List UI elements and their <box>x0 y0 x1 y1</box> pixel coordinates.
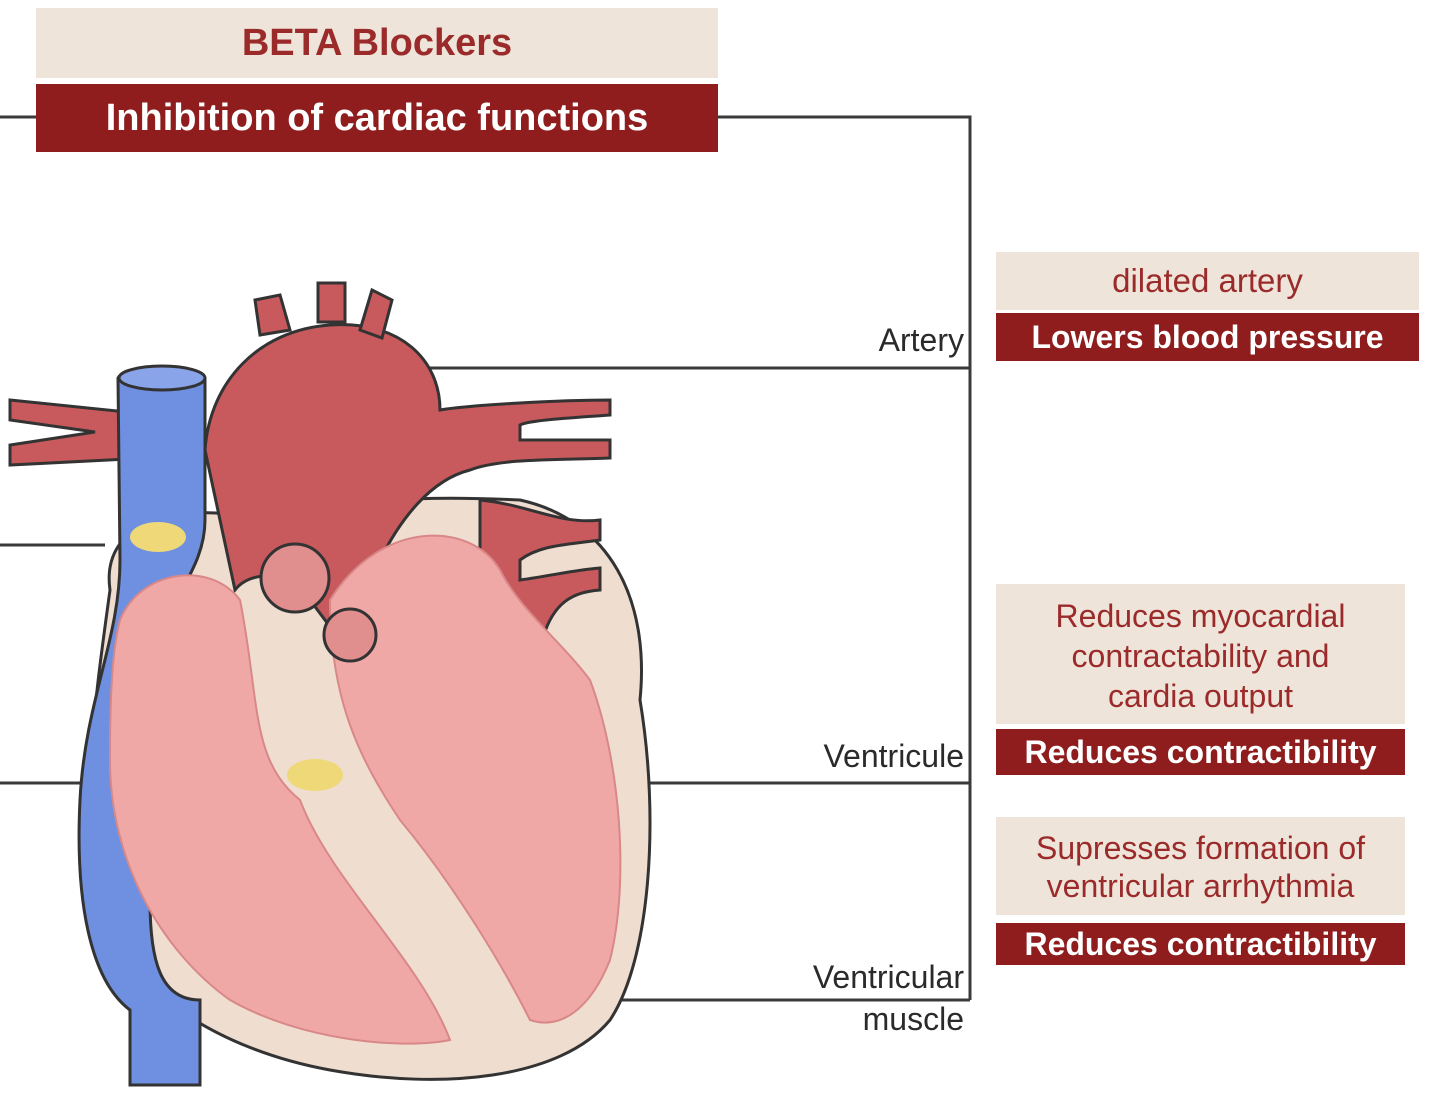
page-subtitle: Inhibition of cardiac functions <box>36 84 718 152</box>
sinoatrial-node <box>130 522 186 552</box>
connector-main-vertical <box>718 115 972 1000</box>
ventricule-label: Ventricule <box>823 738 964 774</box>
artery-label: Artery <box>878 322 964 358</box>
atrioventricular-node <box>287 759 343 791</box>
ventricule-effect-description: Reduces myocardial contractability and c… <box>996 584 1405 724</box>
ventricular-muscle-effect-description: Supresses formation of ventricular arrhy… <box>996 817 1405 915</box>
ventricular-muscle-effect-line1: Supresses formation of <box>1035 830 1366 866</box>
pulmonary-valve <box>259 542 331 614</box>
right-atrium-ventricle <box>108 574 452 1045</box>
aortic-valve <box>322 607 378 663</box>
ventricular-muscle-effect-line2: ventricular arrhythmia <box>1046 868 1355 904</box>
artery-effect-description: dilated artery <box>996 252 1419 310</box>
ventricule-effect-line2: contractability and <box>1071 638 1330 674</box>
page-title: BETA Blockers <box>36 8 718 78</box>
ventricular-muscle-effect-result: Reduces contractibility <box>996 923 1405 965</box>
ventricular-muscle-label-line2: muscle <box>862 1001 964 1037</box>
ventricule-effect-line1: Reduces myocardial <box>1055 598 1346 634</box>
ventricule-effect-line3: cardia output <box>1107 678 1293 714</box>
left-ventricle <box>328 534 622 1024</box>
ventricular-muscle-label-line1: Ventricular <box>812 959 964 995</box>
ventricular-muscle-label: Ventricular muscle <box>760 956 964 1040</box>
ventricule-effect-result: Reduces contractibility <box>996 729 1405 775</box>
artery-effect-result: Lowers blood pressure <box>996 313 1419 361</box>
